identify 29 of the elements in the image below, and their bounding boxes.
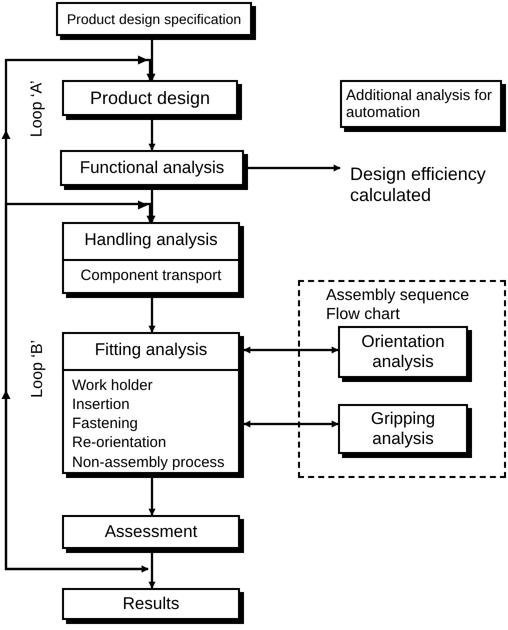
box-label: Product design specification: [66, 10, 242, 28]
box-item: Re-orientation: [71, 433, 168, 453]
box-label: Product design: [88, 88, 212, 108]
dashed-group-box: [298, 280, 506, 478]
arrow: [248, 164, 341, 172]
outcome-text: Design efficiency calculated: [349, 164, 487, 206]
box-label: Functional analysis: [78, 158, 226, 178]
arrow: [243, 420, 339, 428]
box-item: Insertion: [71, 394, 131, 414]
arrow: [148, 120, 156, 151]
arrow: [148, 40, 156, 81]
box-item: Component transport: [64, 258, 238, 290]
box-label: Results: [122, 594, 180, 614]
box-item: Non-assembly process: [71, 452, 226, 472]
arrow: [243, 346, 339, 354]
arrow: [148, 298, 156, 333]
box-label: Gripping analysis: [370, 409, 436, 449]
box-item: Fastening: [71, 414, 139, 434]
arrow: [148, 553, 156, 589]
box-label: Assessment: [104, 522, 198, 542]
box-label: Fitting analysis: [94, 339, 208, 361]
arrow: [4, 202, 154, 572]
box-label: Handling analysis: [83, 229, 219, 251]
box-label: Orientation analysis: [360, 332, 446, 372]
box-label: Additional analysis for automation: [345, 86, 493, 122]
box-item: Work holder: [64, 368, 238, 395]
group-heading: Assembly sequence Flow chart: [325, 286, 470, 324]
arrow: [148, 478, 156, 516]
arrow: [148, 190, 156, 223]
